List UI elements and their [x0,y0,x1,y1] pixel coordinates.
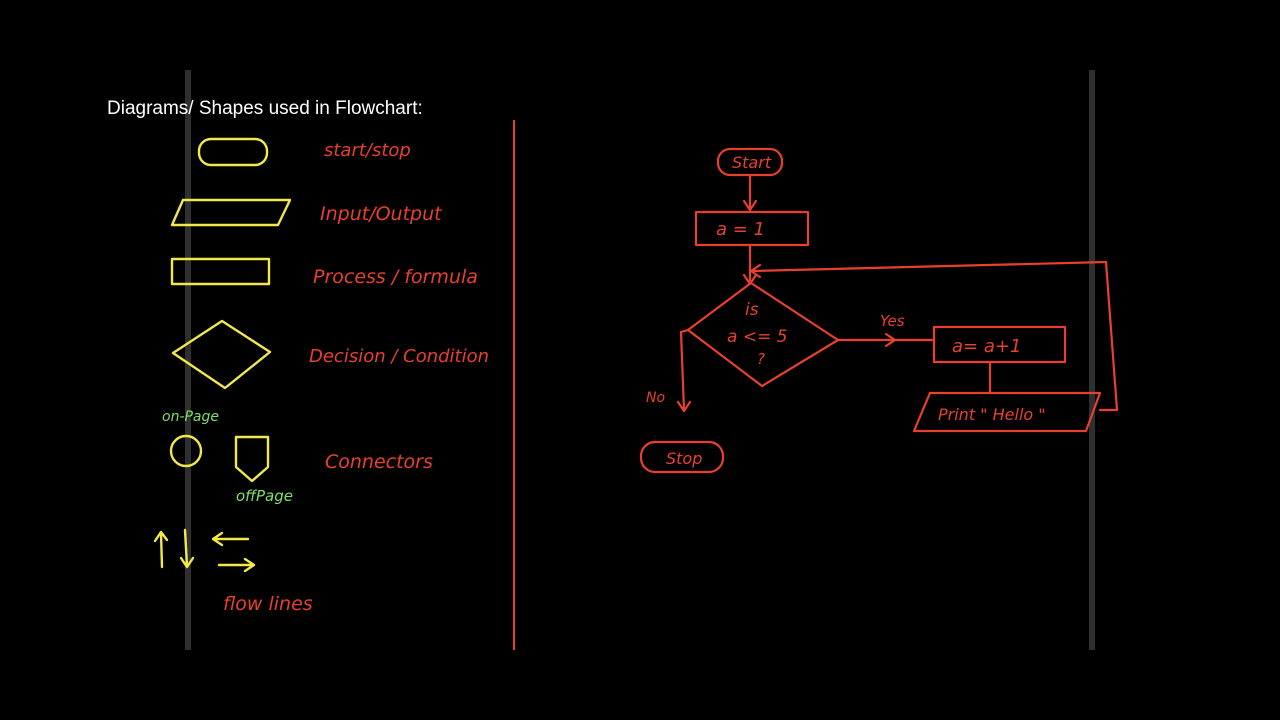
loop-back-line [749,260,1119,412]
yes-label: Yes [880,312,905,330]
print-label: Print " Hello " [938,405,1046,424]
on-page-connector-shape [169,434,203,468]
label-flow-lines: flow lines [223,593,313,615]
input-output-shape [170,198,292,227]
init-label: a = 1 [716,219,765,240]
label-connectors: Connectors [325,451,433,473]
stop-terminator [639,440,725,474]
start-label: Start [732,153,772,172]
decision-line-question: ? [757,350,765,368]
no-label: No [646,390,665,406]
label-process: Process / formula [313,266,478,288]
process-shape [170,257,271,286]
decision-diamond [686,281,840,388]
label-decision: Decision / Condition [309,346,489,367]
label-on-page: on-Page [162,409,219,425]
arrow-init-to-decision [742,243,758,286]
decision-line-is: is [745,300,759,320]
arrow-start-to-init [742,173,758,212]
off-page-connector-shape [234,435,270,483]
arrow-yes [836,332,936,348]
label-off-page: offPage [236,487,293,505]
increment-label: a= a+1 [952,336,1021,357]
page-title: Diagrams/ Shapes used in Flowchart: [107,98,423,119]
increment-process-box [932,325,1067,364]
init-process-box [694,210,810,247]
arrow-no [676,328,692,413]
decision-shape [171,319,272,390]
terminator-shape [197,137,269,167]
print-io-shape [912,391,1102,433]
flow-line-arrows [153,528,256,573]
label-start-stop: start/stop [324,140,411,161]
label-input-output: Input/Output [320,203,443,225]
decision-line-condition: a <= 5 [727,327,788,347]
stop-label: Stop [666,449,702,468]
